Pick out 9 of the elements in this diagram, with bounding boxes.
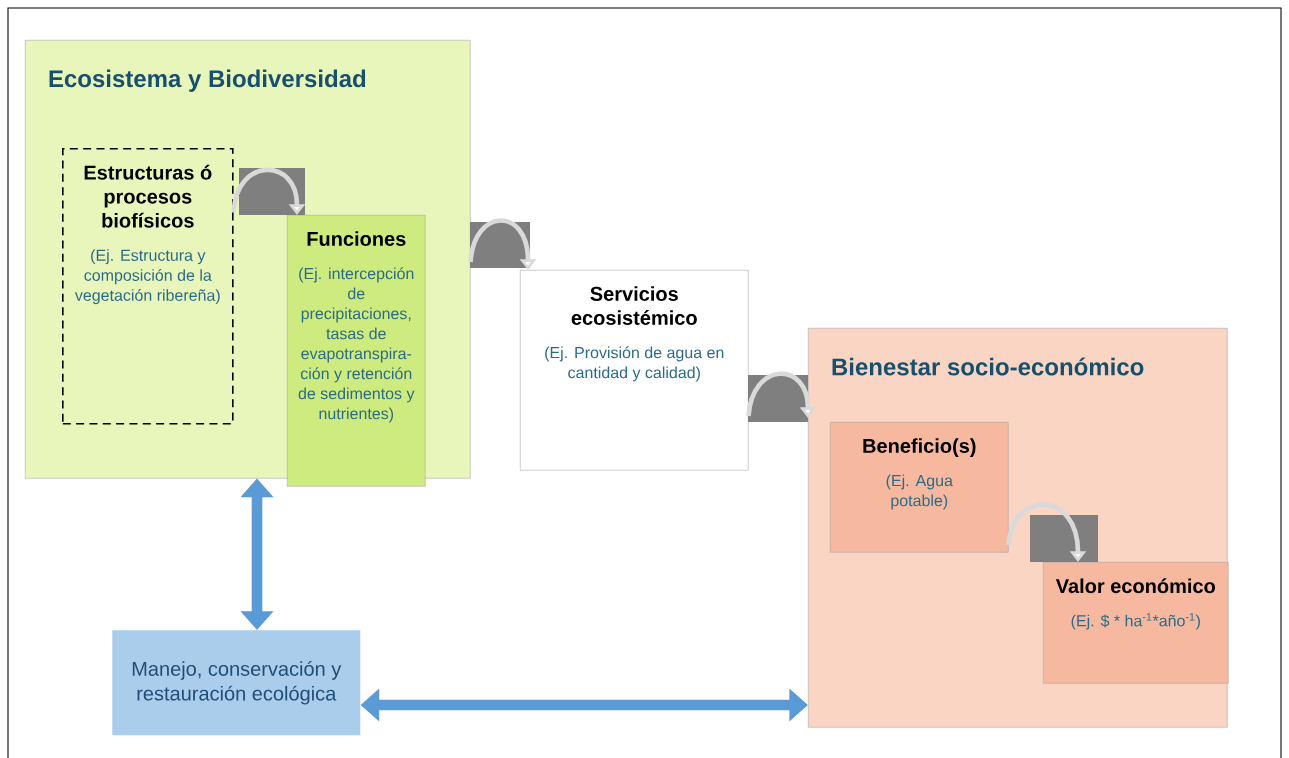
curved-arrow [468, 218, 537, 270]
process-box: Servicios ecosistémico (Ej. Provisión de agua en cantidad y calidad) [520, 270, 749, 471]
action-box: Manejo, conservación y restauración ecológica [112, 630, 361, 736]
dashed-box: Estructuras ó procesos biofísicos (Ej. Estructura y composición de la vegetación ribereña) [62, 148, 234, 425]
curved-arrow [1006, 502, 1087, 562]
curved-arrow [746, 371, 817, 418]
process-box: Valor económico (Ej. $ * ha$^{-1}$*año$^{-1}$) [1043, 562, 1229, 684]
process-box: Beneficio(s) (Ej. Agua potable) [830, 422, 1009, 553]
process-box: Funciones (Ej. intercepción de precipitaciones, tasas de evapotranspira-ción y retención de sedimentos y nutrientes) [287, 215, 426, 487]
